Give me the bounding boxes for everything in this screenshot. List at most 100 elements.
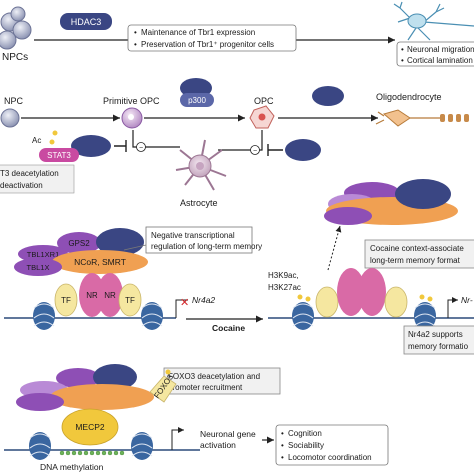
ncor-label: NCoR, SMRT: [74, 257, 126, 267]
stat3-note-2: deactivation: [0, 181, 43, 190]
oligodendrocyte-label: Oligodendrocyte: [376, 92, 442, 102]
nucleosome-right-1: [292, 302, 314, 330]
astrocyte-label: Astrocyte: [180, 198, 218, 208]
tbl1x-blob: [14, 258, 62, 276]
p4-hdac: [93, 364, 137, 390]
activation-label-2: activation: [200, 440, 236, 450]
effect-1: Maintenance of Tbr1 expression: [141, 28, 255, 37]
p3-hdac-right: [395, 179, 451, 209]
tbl1x-label: TBL1X: [27, 263, 50, 272]
svg-text:−: −: [139, 145, 143, 152]
foxo3-annotation-2: promoter recruitment: [168, 383, 243, 392]
support-box: [403, 325, 474, 355]
opc-inhibit-bar: [267, 144, 283, 156]
npc-label: NPC: [4, 96, 24, 106]
tf-right-1: [315, 286, 339, 318]
tf-left-label: TF: [61, 296, 71, 305]
p4-orange: [50, 384, 154, 410]
histone-mark-1: H3K9ac,: [268, 271, 299, 280]
neuron-soma: [407, 13, 427, 29]
support-box-2: memory formatio: [408, 342, 469, 351]
stat3-note-box: [0, 164, 75, 194]
support-box-1: Nr4a2 supports: [408, 330, 463, 339]
gps2-blob: [57, 232, 101, 254]
methylation-marks: [59, 450, 125, 456]
opc-cell: [249, 105, 275, 129]
foxo3-annotation-box: [163, 367, 281, 395]
outcome-cognition: Cognition: [288, 429, 322, 438]
tf-right-label: TF: [125, 296, 135, 305]
p300-label: p300: [188, 96, 206, 105]
mecp2-blob: [61, 408, 119, 446]
svg-text:•: •: [401, 56, 404, 65]
stat3-pill: [39, 148, 79, 162]
svg-text:•: •: [134, 40, 137, 49]
svg-text:•: •: [281, 429, 284, 438]
nr-left: [79, 273, 105, 317]
oligo-hdac: [312, 86, 344, 106]
p4-purple-top: [56, 368, 100, 388]
activation-arrow: [171, 427, 184, 450]
outcome-1: Neuronal migration: [407, 45, 474, 54]
repression-annotation-box: [145, 226, 253, 254]
opc-label: OPC: [254, 96, 274, 106]
svg-text:•: •: [134, 28, 137, 37]
stat3-hdac: [71, 135, 111, 157]
npc-cluster: [0, 6, 32, 50]
stat3-label: STAT3: [47, 151, 71, 160]
nucleosome-mid: [141, 302, 163, 330]
stat3-inhibit: [114, 140, 127, 152]
tf-right: [118, 283, 142, 317]
svg-text:•: •: [281, 441, 284, 450]
inhibit-circle-right: [250, 145, 260, 155]
mecp2-label: MECP2: [75, 422, 105, 432]
foxo3-annotation-1: FOXO3 deacetylation and: [168, 372, 260, 381]
hdac3-effects-box: [127, 24, 297, 52]
nr-right: [97, 273, 123, 317]
nr-right-label: NR: [104, 291, 116, 300]
stat3-note-1: T3 deacetylation: [0, 169, 59, 178]
effect-2: Preservation of Tbr1⁺ progenitor cells: [141, 40, 274, 49]
memory-box-2: long-term memory format: [370, 256, 461, 265]
gene-label-left: Nr4a2: [192, 295, 215, 305]
opc-inhibit-path: [218, 130, 263, 151]
p3-hdac-left: [96, 228, 144, 256]
memory-box-1: Cocaine context-associate: [370, 244, 464, 253]
astro-hdac: [285, 139, 321, 161]
outcomes-box: [275, 424, 389, 466]
gene-arrow-right: [447, 297, 458, 318]
npcs-label: NPCs: [2, 52, 28, 63]
nucleosome-right-2: [414, 302, 436, 330]
hdac3-pill: [60, 13, 112, 30]
hdac3-label: HDAC3: [71, 17, 102, 27]
gene-label-right: Nr-: [461, 295, 473, 305]
repression-annotation-2: regulation of long-term memory: [151, 242, 262, 251]
neuron-icon: [393, 1, 474, 41]
npc-cell: [0, 108, 20, 128]
astrocyte-icon: [175, 139, 227, 191]
memory-box: [364, 239, 474, 269]
oligodendrocyte-icon: [375, 109, 469, 127]
svg-text:−: −: [253, 148, 257, 155]
nucleosome-bottom-right: [131, 432, 153, 460]
cocaine-up-arrow: [327, 225, 342, 271]
acetyl-label: Ac: [32, 136, 41, 145]
cocaine-label: Cocaine: [212, 323, 245, 333]
gps2-label: GPS2: [68, 239, 90, 248]
tf-right-2: [384, 286, 408, 318]
foxo3-tag: [149, 375, 177, 403]
outcome-locomotor: Locomotor coordination: [288, 453, 372, 462]
gene-block-x: ✕: [180, 297, 189, 309]
outcome-box-1: [396, 41, 474, 67]
primitive-opc-label: Primitive OPC: [103, 96, 160, 106]
opc-to-astro-path: [132, 130, 180, 148]
activation-label-1: Neuronal gene: [200, 429, 256, 439]
tf-left: [54, 283, 78, 317]
nr-left-label: NR: [86, 291, 98, 300]
nucleosome-bottom-left: [29, 432, 51, 460]
ncor-blob: [52, 250, 148, 274]
outcome-sociability: Sociability: [288, 441, 324, 450]
svg-text:•: •: [401, 45, 404, 54]
